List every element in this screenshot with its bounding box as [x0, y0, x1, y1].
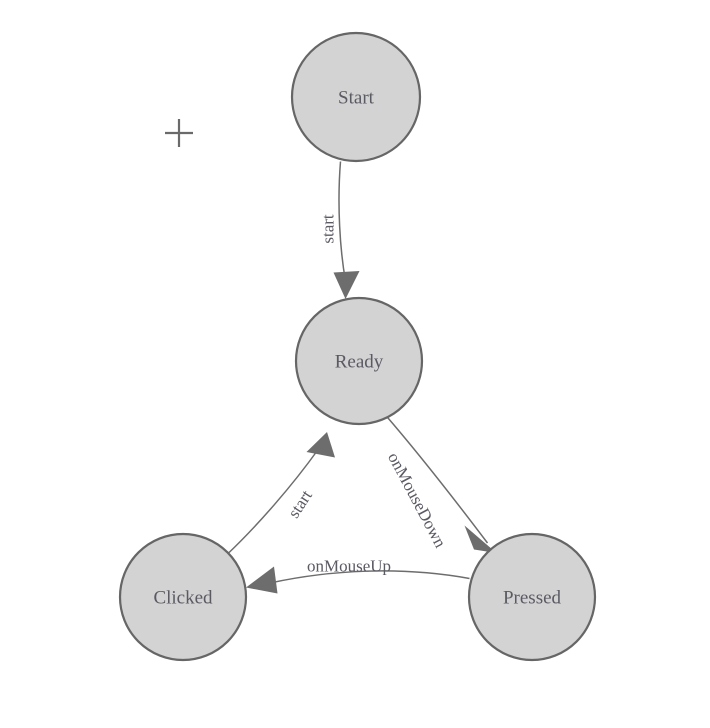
edge-label-start-to-ready: start	[319, 214, 338, 244]
node-ready-label: Ready	[335, 352, 384, 373]
node-clicked[interactable]: Clicked	[118, 532, 248, 662]
edge-pressed-to-clicked-arrowhead	[246, 566, 278, 594]
plus-marker-icon[interactable]	[165, 119, 193, 147]
node-clicked-circle	[118, 532, 248, 662]
edge-ready-to-pressed-arrowhead	[464, 525, 497, 553]
edge-clicked-to-ready-path	[226, 448, 320, 556]
node-clicked-label: Clicked	[153, 588, 213, 609]
node-pressed-label: Pressed	[503, 588, 562, 609]
node-start[interactable]: Start	[290, 31, 422, 163]
node-pressed-circle	[467, 532, 597, 662]
edge-label-pressed-to-clicked: onMouseUp	[307, 557, 391, 576]
edge-start-to-ready-path	[338, 161, 347, 282]
edge-ready-to-pressed-path	[384, 414, 489, 544]
edge-pressed-to-clicked-path	[269, 570, 470, 584]
node-ready[interactable]: Ready	[294, 296, 424, 426]
edge-clicked-to-ready-arrowhead	[306, 432, 335, 458]
node-ready-circle	[294, 296, 424, 426]
edge-pressed-to-clicked[interactable]: onMouseUp	[246, 557, 470, 594]
edge-start-to-ready[interactable]: start	[319, 161, 360, 300]
node-pressed[interactable]: Pressed	[467, 532, 597, 662]
node-start-circle	[290, 31, 422, 163]
node-start-label: Start	[338, 88, 375, 109]
edge-start-to-ready-arrowhead	[333, 271, 360, 299]
